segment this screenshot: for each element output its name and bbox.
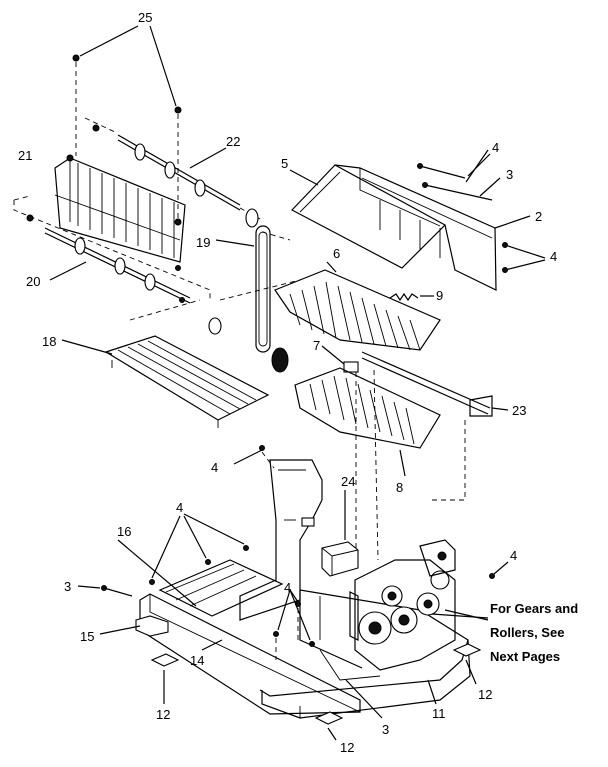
part-22-roller-shaft — [84, 117, 263, 221]
callout-4-right: 4 — [550, 249, 557, 264]
callout-18: 18 — [42, 334, 56, 349]
callout-4-top: 4 — [492, 140, 499, 155]
part-6-paper-guide — [274, 261, 441, 351]
dashed-connectors — [129, 279, 466, 561]
part-11-leader — [427, 679, 437, 705]
callout-5: 5 — [281, 156, 288, 171]
part-12-foot-left — [150, 653, 180, 704]
part-24-block — [321, 490, 359, 577]
part-2-frame — [334, 164, 531, 291]
part-7-clip — [321, 345, 359, 373]
gears-rollers-note: For Gears and Rollers, See Next Pages — [490, 601, 578, 664]
note-line-1: For Gears and — [490, 601, 578, 616]
part-23-bar — [361, 351, 509, 417]
callout-25: 25 — [138, 10, 152, 25]
callout-16: 16 — [117, 524, 131, 539]
callout-4-center: 4 — [284, 580, 291, 595]
part-21-roller-guide — [54, 154, 186, 271]
callout-12-bottom: 12 — [340, 740, 354, 755]
part-12-foot-bottom — [314, 711, 344, 741]
callout-12-right: 12 — [478, 687, 492, 702]
part-9-spring — [389, 292, 434, 302]
part-20-roller-shaft — [13, 195, 211, 304]
callout-6: 6 — [333, 246, 340, 261]
callout-22: 22 — [226, 134, 240, 149]
side-bracket — [239, 459, 323, 621]
callout-15: 15 — [80, 629, 94, 644]
part-19-belt — [208, 208, 291, 373]
callout-7: 7 — [313, 338, 320, 353]
part-8-paper-guide — [294, 367, 441, 477]
callout-14: 14 — [190, 653, 204, 668]
callout-8: 8 — [396, 480, 403, 495]
part-25-screws — [72, 25, 182, 220]
callout-2: 2 — [535, 209, 542, 224]
note-line-3: Next Pages — [490, 649, 560, 664]
callout-11: 11 — [432, 706, 446, 721]
part-4-screws-lower — [149, 445, 509, 660]
part-16-side-rail — [117, 539, 284, 617]
part-3-screws-lower — [77, 585, 383, 719]
callout-23: 23 — [512, 403, 526, 418]
callout-3-top: 3 — [506, 167, 513, 182]
gear-assembly — [349, 539, 489, 671]
callout-20: 20 — [26, 274, 40, 289]
callout-9: 9 — [436, 288, 443, 303]
callout-12-left: 12 — [156, 707, 170, 722]
callout-labels: 25 22 21 20 19 18 5 4 3 2 4 6 9 7 23 8 4… — [18, 10, 557, 755]
callout-24: 24 — [341, 474, 355, 489]
callout-3-bottom: 3 — [382, 722, 389, 737]
note-line-2: Rollers, See — [490, 625, 564, 640]
part-14-leader — [201, 639, 223, 651]
part-18-tray — [61, 335, 270, 428]
callout-21: 21 — [18, 148, 32, 163]
callout-4-left: 4 — [176, 500, 183, 515]
callout-4-mid: 4 — [211, 460, 218, 475]
part-12-foot-right — [452, 643, 482, 685]
callout-19: 19 — [196, 235, 210, 250]
part-15-bracket — [99, 615, 169, 637]
callout-3-left: 3 — [64, 579, 71, 594]
part-4-3-screws-top — [417, 149, 546, 273]
callout-4-far-right: 4 — [510, 548, 517, 563]
